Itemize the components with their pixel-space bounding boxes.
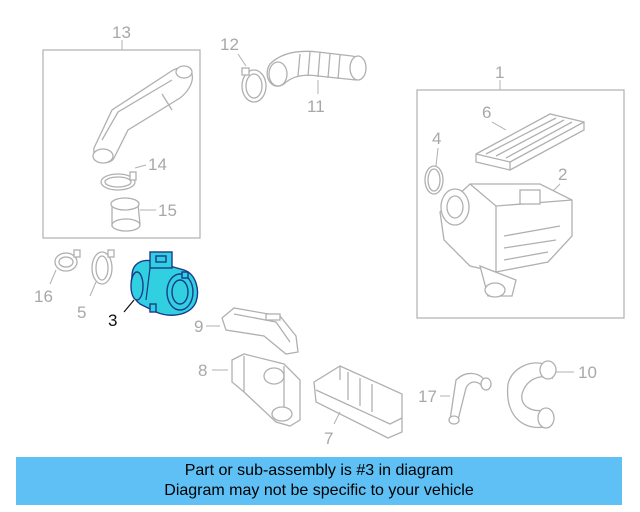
part-15-coupler[interactable]	[110, 197, 141, 232]
callout-4[interactable]: 4	[432, 129, 441, 148]
callout-15[interactable]: 15	[158, 201, 177, 220]
callout-11[interactable]: 11	[307, 97, 325, 116]
callout-3[interactable]: 3	[108, 311, 117, 330]
callout-5[interactable]: 5	[77, 303, 86, 322]
callout-13[interactable]: 13	[112, 23, 131, 42]
callout-6[interactable]: 6	[482, 103, 491, 122]
callout-10[interactable]: 10	[578, 363, 597, 382]
callout-14[interactable]: 14	[148, 155, 167, 174]
footer-banner: Part or sub-assembly is #3 in diagram Di…	[16, 457, 622, 505]
part-10-elbow-hose[interactable]	[506, 360, 557, 429]
callout-17[interactable]: 17	[418, 387, 437, 406]
footer-part-note: Part or sub-assembly is #3 in diagram	[184, 462, 454, 479]
callout-16[interactable]: 16	[34, 287, 53, 306]
callout-2[interactable]: 2	[558, 165, 567, 184]
part-6-filter-element[interactable]	[475, 113, 585, 171]
footer-disclaimer: Diagram may not be specific to your vehi…	[164, 482, 474, 499]
part-5-clamp[interactable]	[91, 249, 115, 285]
part-3-mass-air-flow-sensor[interactable]	[130, 251, 199, 316]
part-7-air-duct[interactable]	[313, 365, 403, 439]
callout-8[interactable]: 8	[198, 361, 207, 380]
part-16-clamp[interactable]	[54, 249, 81, 272]
part-14-clamp[interactable]	[100, 171, 137, 191]
part-4-seal[interactable]	[424, 165, 444, 195]
part-17-breather-hose[interactable]	[448, 372, 492, 425]
callout-9[interactable]: 9	[194, 317, 203, 336]
part-12-clamp[interactable]	[241, 67, 267, 103]
callout-7[interactable]: 7	[324, 429, 333, 448]
part-13-intake-pipe[interactable]	[92, 65, 194, 164]
callout-1[interactable]: 1	[495, 63, 504, 82]
part-11-intake-hose[interactable]	[266, 50, 367, 87]
assembly-box-1	[416, 89, 625, 319]
callout-12[interactable]: 12	[220, 35, 239, 54]
part-9-duct-cover[interactable]	[221, 307, 299, 355]
part-2-air-filter-housing[interactable]	[439, 183, 573, 298]
part-8-resonator[interactable]	[231, 353, 301, 427]
parts-diagram: 13 14 15 12 11 1 6	[34, 23, 625, 448]
